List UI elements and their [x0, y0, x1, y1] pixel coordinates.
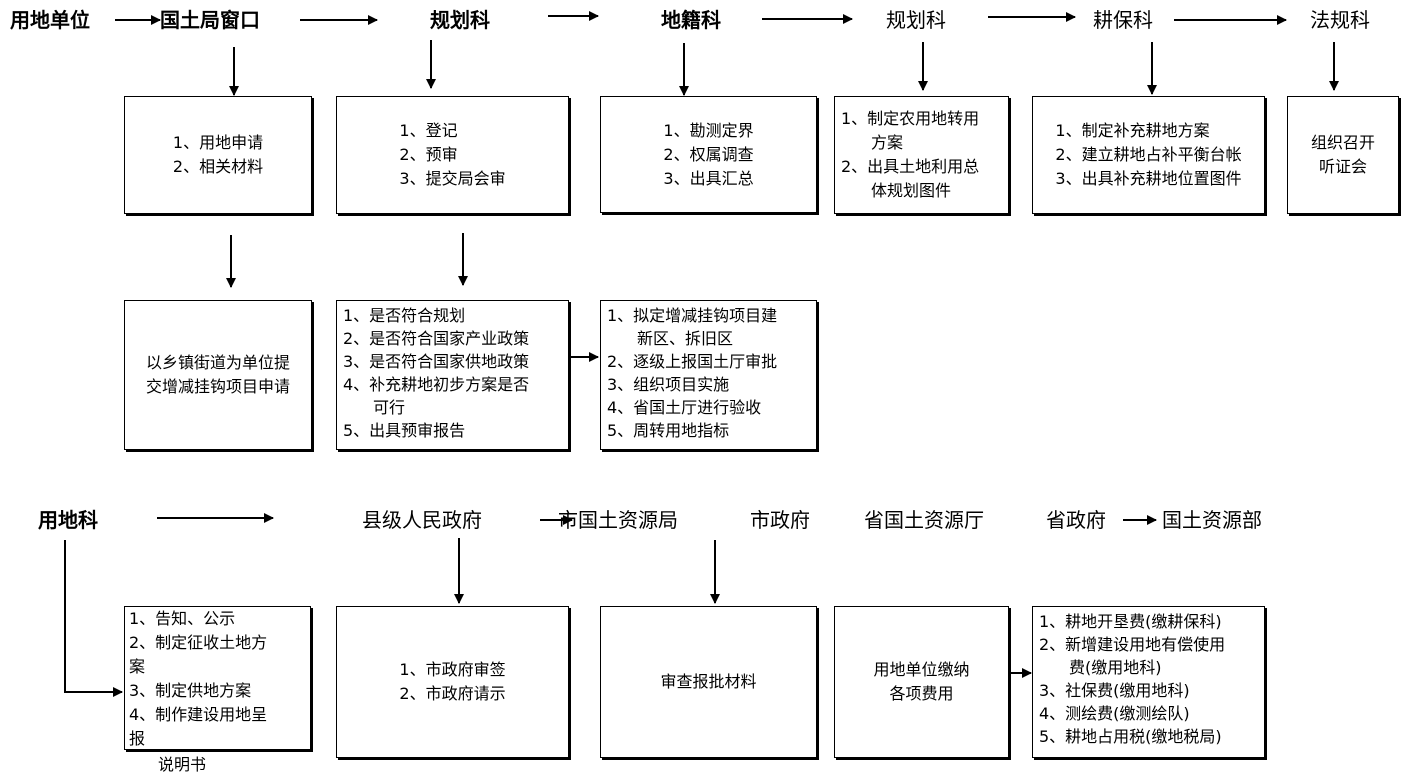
stage-provincial-government: 省政府 [1046, 508, 1106, 532]
box-notice-tasks: 1、告知、公示 2、制定征收土地方 案 3、制定供地方案 4、制作建设用地呈 报 [124, 606, 311, 750]
stage-legal: 法规科 [1310, 8, 1370, 32]
box-line: 1、用地申请 [172, 133, 264, 152]
box-line: 3、是否符合国家供地政策 [343, 352, 530, 371]
box-line: 1、制定农用地转用 [841, 109, 980, 128]
box-line: 1、是否符合规划 [343, 306, 466, 325]
box-line: 2、预审 [399, 145, 458, 164]
stage-planning-2: 规划科 [886, 8, 946, 32]
stage-city-land-bureau: 市国土资源局 [558, 508, 678, 532]
box-line: 2、新增建设用地有偿使用 [1039, 635, 1226, 654]
box-line: 2、是否符合国家产业政策 [343, 329, 530, 348]
box-line: 2、权属调查 [663, 144, 754, 164]
stage-cadastral: 地籍科 [661, 8, 721, 32]
box-line: 4、省国土厅进行验收 [607, 398, 762, 417]
stage-county-government: 县级人民政府 [362, 508, 482, 532]
box-line: 4、制作建设用地呈 [129, 705, 268, 724]
arrow-elbow [64, 540, 123, 697]
box-line: 3、提交局会审 [399, 169, 506, 188]
stage-planning: 规划科 [430, 8, 490, 32]
box-compliance-checks: 1、是否符合规划 2、是否符合国家产业政策 3、是否符合国家供地政策 4、补充耕… [336, 300, 569, 450]
stage-land-use-section: 用地科 [38, 508, 98, 532]
box-line: 用地单位缴纳 [873, 660, 970, 679]
box-line: 3、出具补充耕地位置图件 [1055, 169, 1242, 188]
stage-provincial-land-dept: 省国土资源厅 [864, 508, 984, 532]
box-line: 3、出具汇总 [663, 168, 754, 188]
box-line: 3、社保费(缴用地科) [1039, 681, 1190, 700]
stage-bureau-window: 国土局窗口 [160, 8, 260, 32]
box-line: 报 [129, 729, 146, 748]
box-line: 2、出具土地利用总 [841, 157, 980, 176]
box-planning-tasks: 1、登记 2、预审 3、提交局会审 [336, 96, 569, 214]
stage-ministry: 国土资源部 [1162, 508, 1262, 532]
box-legal-tasks: 组织召开 听证会 [1287, 96, 1399, 214]
stage-city-government: 市政府 [750, 508, 810, 532]
box-line: 4、测绘费(缴测绘队) [1039, 704, 1190, 723]
box-line: 1、勘测定界 [663, 120, 754, 140]
box-line: 案 [129, 657, 146, 676]
box-line: 2、相关材料 [172, 157, 264, 176]
box-line: 1、市政府审签 [399, 660, 506, 679]
box-line: 5、耕地占用税(缴地税局) [1039, 727, 1222, 746]
box-line: 3、制定供地方案 [129, 681, 252, 700]
box-line: 体规划图件 [871, 181, 952, 200]
box-line: 方案 [871, 133, 904, 152]
box-line: 可行 [373, 398, 406, 417]
box-line: 2、逐级上报国土厅审批 [607, 352, 778, 371]
box-line: 4、补充耕地初步方案是否 [343, 375, 530, 394]
stage-farmland: 耕保科 [1093, 8, 1153, 32]
box-linkage-project: 1、拟定增减挂钩项目建 新区、拆旧区 2、逐级上报国土厅审批 3、组织项目实施 … [600, 300, 817, 450]
box-review-materials: 审查报批材料 [600, 606, 817, 758]
box-planning2-tasks: 1、制定农用地转用 方案 2、出具土地利用总 体规划图件 [834, 96, 1009, 214]
stage-land-user: 用地单位 [10, 8, 90, 32]
notice-overflow-text: 说明书 [158, 755, 207, 774]
box-line: 审查报批材料 [660, 672, 757, 691]
box-line: 听证会 [1318, 157, 1367, 176]
box-line: 3、组织项目实施 [607, 375, 730, 394]
box-line: 1、拟定增减挂钩项目建 [607, 306, 778, 325]
box-line: 1、登记 [399, 121, 458, 140]
box-line: 以乡镇街道为单位提 [145, 353, 290, 372]
box-line: 1、耕地开垦费(缴耕保科) [1039, 612, 1222, 631]
box-city-gov-tasks: 1、市政府审签 2、市政府请示 [336, 606, 569, 758]
box-cadastral-tasks: 1、勘测定界 2、权属调查 3、出具汇总 [600, 96, 817, 213]
box-line: 1、告知、公示 [129, 609, 236, 628]
box-window-tasks: 1、用地申请 2、相关材料 [124, 96, 312, 214]
box-line: 5、周转用地指标 [607, 421, 730, 440]
box-township-application: 以乡镇街道为单位提 交增减挂钩项目申请 [124, 300, 312, 450]
box-line: 5、出具预审报告 [343, 421, 466, 440]
box-line: 费(缴用地科) [1069, 658, 1162, 677]
box-farmland-tasks: 1、制定补充耕地方案 2、建立耕地占补平衡台帐 3、出具补充耕地位置图件 [1032, 96, 1265, 214]
box-line: 1、制定补充耕地方案 [1055, 121, 1210, 140]
box-fee-list: 1、耕地开垦费(缴耕保科) 2、新增建设用地有偿使用 费(缴用地科) 3、社保费… [1032, 606, 1265, 758]
box-line: 2、建立耕地占补平衡台帐 [1055, 145, 1242, 164]
box-line: 组织召开 [1310, 133, 1375, 152]
box-line: 各项费用 [889, 684, 954, 703]
box-line: 交增减挂钩项目申请 [145, 377, 290, 396]
box-fee-payment: 用地单位缴纳 各项费用 [834, 606, 1009, 758]
box-line: 新区、拆旧区 [637, 329, 734, 348]
box-line: 2、市政府请示 [399, 684, 506, 703]
box-line: 2、制定征收土地方 [129, 633, 268, 652]
